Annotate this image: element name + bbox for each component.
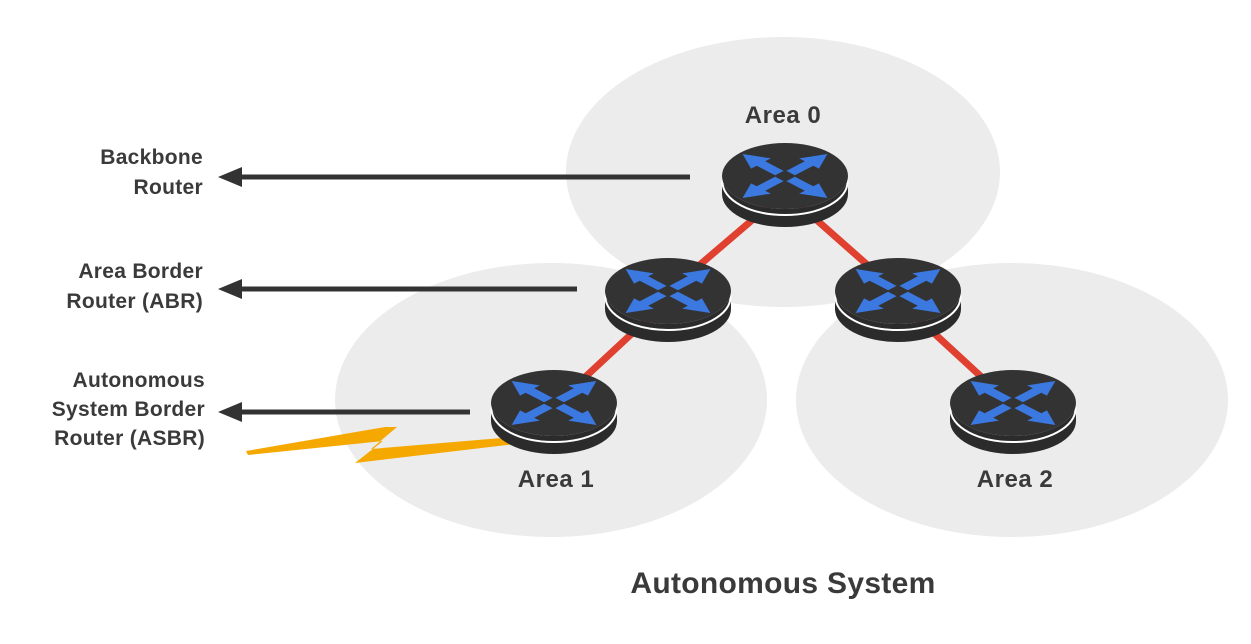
- lightning-bolt-icon: [246, 427, 515, 463]
- area-2-router-icon: [949, 369, 1077, 455]
- abr-callout-arrow: [218, 279, 577, 299]
- asbr-callout-label: Autonomous System Border Router (ASBR): [52, 369, 205, 450]
- backbone-router-icon: [721, 142, 849, 228]
- abr-label-line-1: Area Border: [78, 260, 203, 283]
- asbr-label-line-2: System Border: [52, 398, 205, 421]
- abr-arrowhead-icon: [218, 279, 242, 299]
- backbone-arrowhead-icon: [218, 167, 242, 187]
- diagram-title: Autonomous System: [630, 567, 935, 600]
- backbone-router-callout-label: Backbone Router: [100, 146, 203, 199]
- abr-callout-label: Area Border Router (ABR): [66, 260, 203, 313]
- abr-right-router-icon: [834, 257, 962, 343]
- area-1-label: Area 1: [518, 466, 594, 493]
- backbone-callout-arrow: [218, 167, 690, 187]
- asbr-router-icon: [490, 369, 618, 455]
- backbone-label-line-1: Backbone: [100, 146, 203, 169]
- abr-left-router-icon: [604, 257, 732, 343]
- backbone-label-line-2: Router: [134, 176, 203, 199]
- area-0-label: Area 0: [745, 102, 821, 129]
- abr-label-line-2: Router (ABR): [66, 290, 203, 313]
- asbr-label-line-1: Autonomous: [73, 369, 205, 392]
- asbr-callout-arrow: [218, 402, 470, 422]
- area-2-label: Area 2: [977, 466, 1053, 493]
- asbr-label-line-3: Router (ASBR): [54, 427, 205, 450]
- asbr-arrowhead-icon: [218, 402, 242, 422]
